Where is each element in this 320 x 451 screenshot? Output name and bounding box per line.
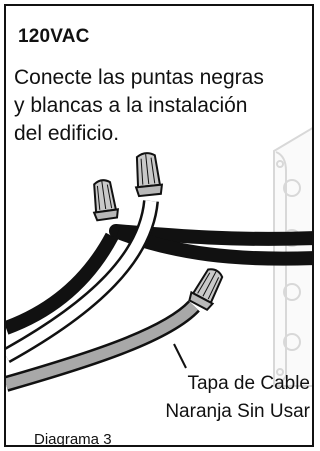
- instruction-line: del edificio.: [14, 122, 120, 145]
- instruction-text: Conecte las puntas negras y blancas a la…: [14, 64, 312, 148]
- unused-cap-label-line: Tapa de Cable: [187, 373, 310, 394]
- figure-label: Diagrama 3: [34, 431, 112, 447]
- white-wire: [6, 200, 159, 363]
- unused-cap-label-line: Naranja Sin Usar: [165, 401, 310, 422]
- instruction-line: Conecte las puntas negras: [14, 66, 264, 89]
- instruction-panel: 120VAC Conecte las puntas negras y blanc…: [4, 4, 314, 447]
- wire-nut-icon: [188, 268, 224, 312]
- label-leader-line: [173, 343, 187, 369]
- wire-nut-icon: [92, 179, 120, 222]
- gray-wire: [6, 300, 200, 392]
- voltage-title: 120VAC: [18, 26, 90, 47]
- wiring-diagram: [6, 127, 312, 392]
- black-wire-left: [6, 225, 312, 335]
- wire-nut-icon: [134, 152, 164, 198]
- instruction-line: y blancas a la instalación: [14, 94, 248, 117]
